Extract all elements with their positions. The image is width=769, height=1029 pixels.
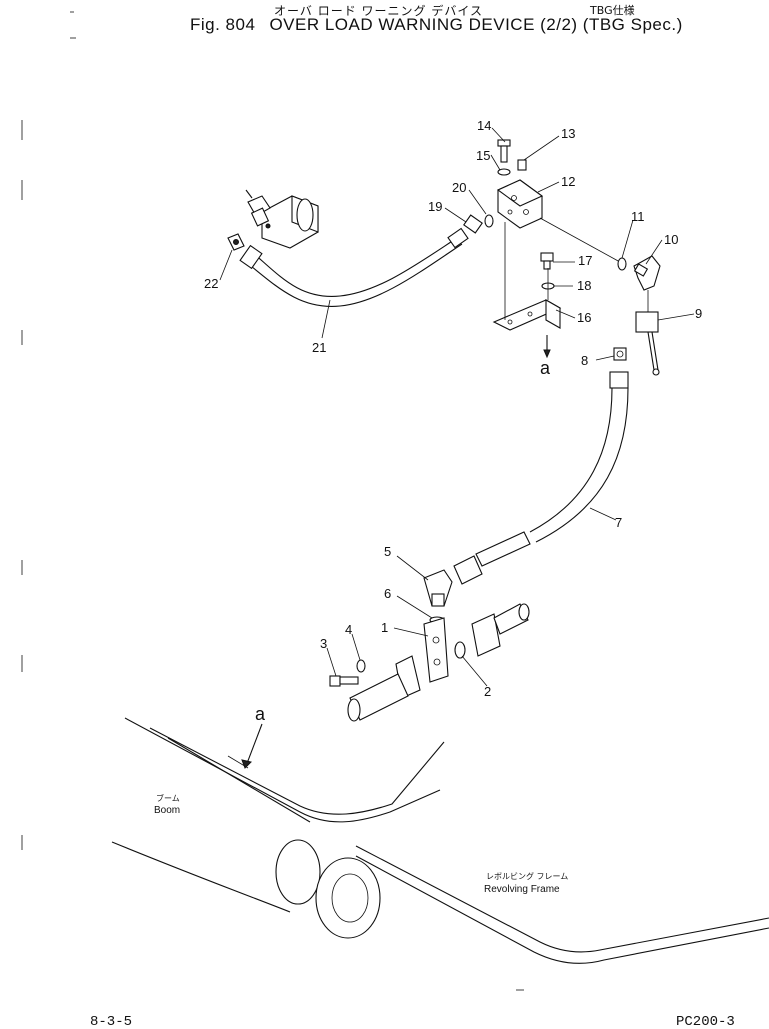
callout-6: 6 (384, 586, 391, 601)
callout-1: 1 (381, 620, 388, 635)
callout-4: 4 (345, 622, 352, 637)
leader-lines (219, 127, 695, 687)
part-3-bolt (329, 675, 359, 687)
model-code: PC200-3 (676, 1014, 735, 1029)
arrow-a-top (543, 335, 551, 359)
part-9-sensor (635, 311, 660, 376)
figure-number: Fig. 804 (190, 15, 256, 34)
callout-11: 11 (631, 209, 645, 224)
callout-10: 10 (664, 232, 678, 247)
revolving-frame (275, 839, 769, 991)
part-4-washer (356, 659, 366, 673)
callout-3: 3 (320, 636, 327, 651)
callout-16: 16 (577, 310, 591, 325)
callout-20: 20 (452, 180, 466, 195)
page-number: 8-3-5 (90, 1014, 132, 1029)
part-15-washer (497, 168, 511, 176)
callout-13: 13 (561, 126, 575, 141)
part-10-elbow (633, 255, 661, 291)
boom-outline (111, 717, 445, 913)
title-japanese: オーバ ロード ワーニング デバイス (274, 4, 483, 18)
callout-14: 14 (477, 118, 491, 133)
callout-12: 12 (561, 174, 575, 189)
callout-17: 17 (578, 253, 592, 268)
hose-7 (453, 371, 629, 585)
arrow-a-bottom (241, 723, 263, 769)
block-12 (496, 179, 544, 229)
letter-a-bottom: a (255, 704, 266, 724)
callout-21: 21 (312, 340, 326, 355)
callout-2: 2 (484, 684, 491, 699)
callout-15: 15 (476, 148, 490, 163)
callout-22: 22 (204, 276, 218, 291)
left-flange-pipe (347, 655, 421, 722)
part-13-plug (517, 159, 527, 171)
hose-21 (239, 227, 469, 307)
part-11-oring (617, 257, 627, 271)
part-19-connector (463, 214, 483, 234)
part-5-elbow (423, 569, 453, 607)
callout-7: 7 (615, 515, 622, 530)
letter-a-top: a (540, 358, 551, 378)
frame-label-jp: レボルビング フレーム (486, 871, 568, 881)
part-14-bolt (497, 139, 511, 163)
part-20-oring (484, 214, 494, 228)
part-2-oring (454, 641, 466, 659)
margin-marks (21, 11, 76, 850)
pressure-switch (245, 189, 319, 249)
callout-5: 5 (384, 544, 391, 559)
part-1-block (423, 617, 449, 683)
callout-19: 19 (428, 199, 442, 214)
part-22-elbow (227, 233, 245, 251)
figure-title-text: OVER LOAD WARNING DEVICE (2/2) (TBG Spec… (269, 15, 683, 34)
spec-japanese: TBG仕様 (590, 4, 635, 17)
right-flange-pipe (471, 603, 530, 657)
boom-label-jp: ブーム (156, 793, 180, 803)
callout-numbers: 1 2 3 4 5 6 7 8 9 10 11 12 13 14 15 16 1… (204, 118, 702, 699)
callout-9: 9 (695, 306, 702, 321)
frame-label: Revolving Frame (484, 884, 560, 895)
callout-18: 18 (577, 278, 591, 293)
bracket-16 (492, 299, 562, 331)
figure-title: Fig. 804 OVER LOAD WARNING DEVICE (2/2) (… (190, 15, 683, 35)
part-17-bolt (540, 252, 554, 270)
assembly-line-oring (539, 217, 621, 263)
part-8-fitting (613, 347, 627, 361)
boom-label: Boom (154, 805, 180, 816)
callout-8: 8 (581, 353, 588, 368)
